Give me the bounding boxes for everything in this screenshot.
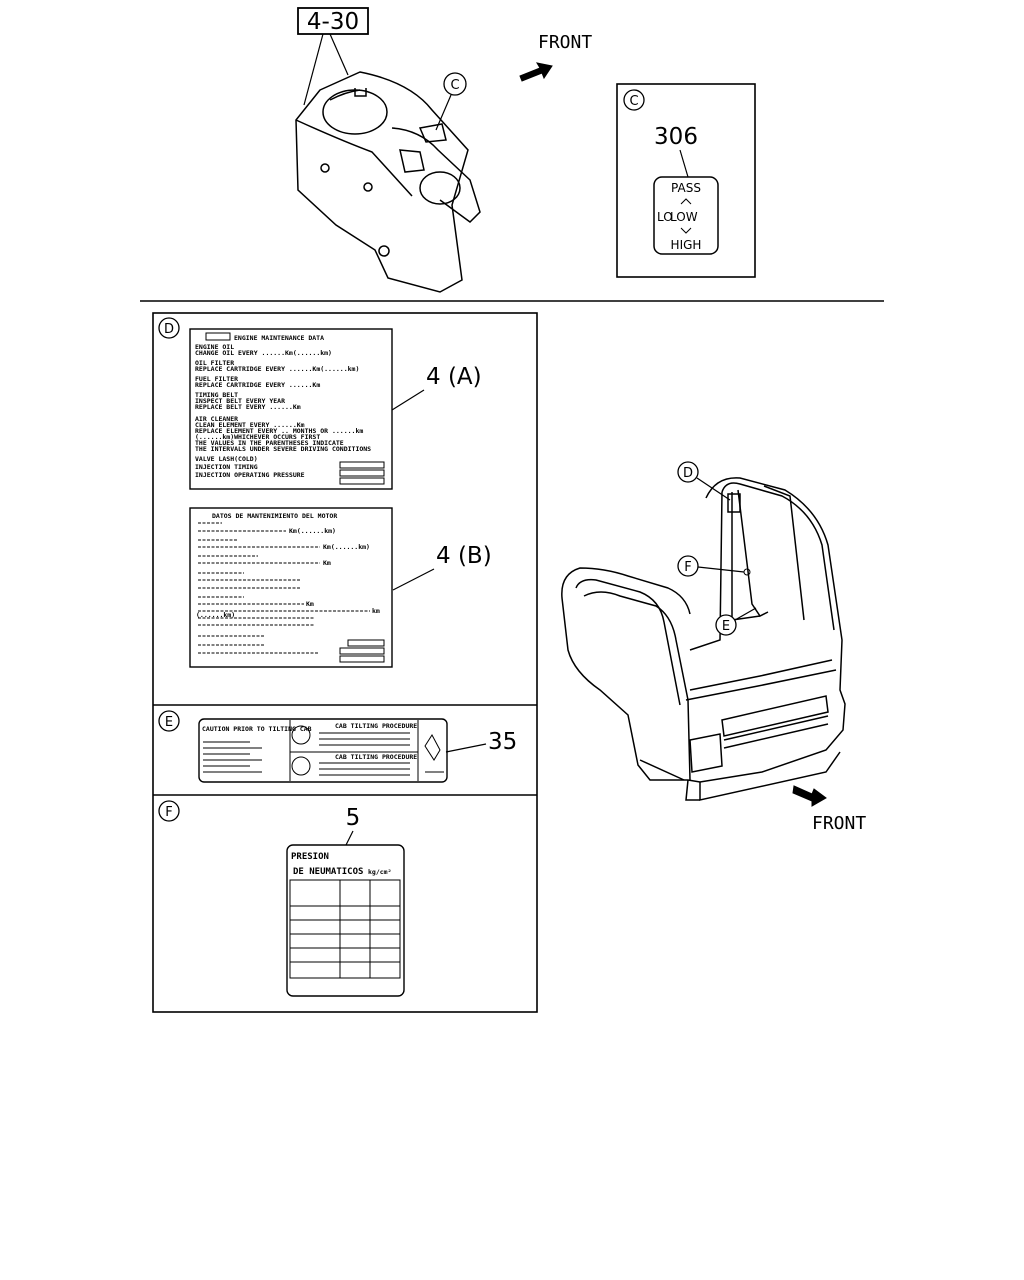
leader-line — [303, 33, 324, 106]
label-4b-unit: Km — [323, 559, 331, 567]
label-35-proc-1: CAB TILTING PROCEDURE — [335, 722, 417, 730]
cab-callout-d-label: D — [683, 466, 693, 481]
label-4a-line: REPLACE CARTRIDGE EVERY ......Km — [195, 381, 320, 389]
ref-4-30-label: 4-30 — [307, 9, 359, 35]
switch-box-frame — [616, 83, 756, 278]
part-306-label: 306 — [654, 124, 698, 150]
switch-high-text: HIGH — [671, 238, 702, 252]
cab-callout-d-circle — [677, 461, 699, 483]
switch-detail-box: C 306 PASS LO LOW HIGH — [616, 83, 756, 278]
label-4a-line: VALVE LASH(COLD) — [195, 455, 258, 463]
cab-callout-f-label: F — [684, 560, 691, 575]
label-5-line1: PRESION — [291, 852, 329, 862]
part-4b-label: 4 (B) — [436, 543, 492, 569]
section-d: D ENGINE MAINTENANCE DATA ENGINE OIL CHA… — [158, 317, 492, 668]
section-f: F 5 PRESION DE NEUMATICOS kg/cm² — [158, 800, 405, 997]
leader-line — [345, 830, 354, 846]
label-4a-line: INSPECT BELT EVERY YEAR — [195, 397, 285, 405]
cab-callouts: D F E — [677, 461, 757, 636]
top-area: 4-30 C FRONT — [295, 7, 592, 293]
leader-line — [392, 568, 435, 591]
leader-line — [679, 149, 689, 178]
label-4a-line: THE INTERVALS UNDER SEVERE DRIVING CONDI… — [195, 445, 371, 453]
label-4b-unit: Km(......km) — [323, 543, 370, 551]
warning-figure-icon — [424, 734, 441, 761]
tag-e-label: E — [165, 715, 173, 730]
label-4a-line: (......km)WHICHEVER OCCURS FIRST — [195, 433, 320, 441]
label-4a-line: REPLACE CARTRIDGE EVERY ......Km(......k… — [195, 365, 359, 373]
label-5-line2: DE NEUMATICOS — [293, 867, 363, 877]
leader-line — [435, 94, 452, 131]
label-35-lines — [203, 720, 419, 781]
label-35-proc-2: CAB TILTING PROCEDURE — [335, 753, 417, 761]
cab-tilt-icon — [291, 725, 311, 745]
label-4a-line: INJECTION TIMING — [195, 463, 258, 471]
tire-pressure-table — [289, 879, 401, 979]
label-4b-unit: Km(......km) — [289, 527, 336, 535]
labels-panel: D ENGINE MAINTENANCE DATA ENGINE OIL CHA… — [152, 312, 538, 1013]
callout-c-label: C — [450, 78, 459, 93]
tag-c-label: C — [629, 94, 638, 109]
label-4b-unit: Km — [306, 600, 314, 608]
switch-label-plate — [653, 176, 719, 255]
section-e: E CAUTION PRIOR TO TILTING CAB C — [158, 710, 517, 783]
ref-box-4-30 — [297, 7, 369, 35]
part-4a-label: 4 (A) — [426, 364, 482, 390]
switch-low-text: LOW — [670, 210, 698, 224]
up-chevron-icon — [680, 198, 692, 205]
label-4b-frame — [189, 507, 393, 668]
label-4a-line: ENGINE OIL — [195, 343, 234, 351]
leader-line — [329, 33, 349, 76]
label-4b-dashes — [198, 522, 370, 654]
label-4a-line: AIR CLEANER — [195, 415, 238, 423]
tag-f-circle — [158, 800, 180, 822]
tag-d-label: D — [164, 322, 174, 337]
front-arrow-cab-icon — [792, 785, 827, 807]
label-4a-line: TIMING BELT — [195, 391, 238, 399]
tag-f-label: F — [165, 805, 172, 820]
label-4a-line: REPLACE BELT EVERY ......Km — [195, 403, 301, 411]
cab-callout-e-label: E — [722, 619, 730, 634]
callout-c-circle — [443, 72, 467, 96]
labels-panel-frame — [152, 312, 538, 1013]
label-35-frame — [198, 718, 448, 783]
label-35-left-text: CAUTION PRIOR TO TILTING CAB — [202, 725, 312, 733]
front-label-top: FRONT — [538, 32, 592, 53]
tag-c-circle — [623, 89, 645, 111]
cab-drawing — [561, 477, 846, 801]
tag-e-circle — [158, 710, 180, 732]
label-4b-unit: (......km) — [196, 611, 235, 619]
tag-d-circle — [158, 317, 180, 339]
label-5-unit: kg/cm² — [368, 868, 391, 876]
label-4b-unit: km — [372, 607, 380, 615]
label-4a-frame — [189, 328, 393, 490]
cab-tilt-icon — [291, 756, 311, 776]
part-35-label: 35 — [488, 729, 517, 755]
switch-lo-text: LO — [657, 210, 673, 224]
combination-switch-drawing — [295, 71, 481, 293]
down-chevron-icon — [680, 227, 692, 234]
label-4a-box — [205, 332, 231, 341]
front-label-cab: FRONT — [812, 813, 866, 834]
label-4b-title: DATOS DE MANTENIMIENTO DEL MOTOR — [212, 512, 337, 520]
label-4a-line: CHANGE OIL EVERY ......Km(......km) — [195, 349, 332, 357]
leader-line — [391, 389, 425, 411]
label-4a-line: REPLACE ELEMENT EVERY .. MONTHS OR .....… — [195, 427, 363, 435]
front-arrow-icon — [519, 62, 553, 82]
cab-callout-e-circle — [715, 614, 737, 636]
cab-callout-f-circle — [677, 555, 699, 577]
leader-line — [445, 743, 487, 753]
part-5-label: 5 — [346, 805, 361, 831]
label-4a-line: INJECTION OPERATING PRESSURE — [195, 471, 305, 479]
label-4a-title: ENGINE MAINTENANCE DATA — [234, 334, 324, 342]
label-4a-line: THE VALUES IN THE PARENTHESES INDICATE — [195, 439, 344, 447]
label-4a-line: CLEAN ELEMENT EVERY ......Km — [195, 421, 305, 429]
switch-pass-text: PASS — [671, 181, 701, 195]
label-4a-line: FUEL FILTER — [195, 375, 238, 383]
label-5-frame — [286, 844, 405, 997]
label-4a-line: OIL FILTER — [195, 359, 234, 367]
